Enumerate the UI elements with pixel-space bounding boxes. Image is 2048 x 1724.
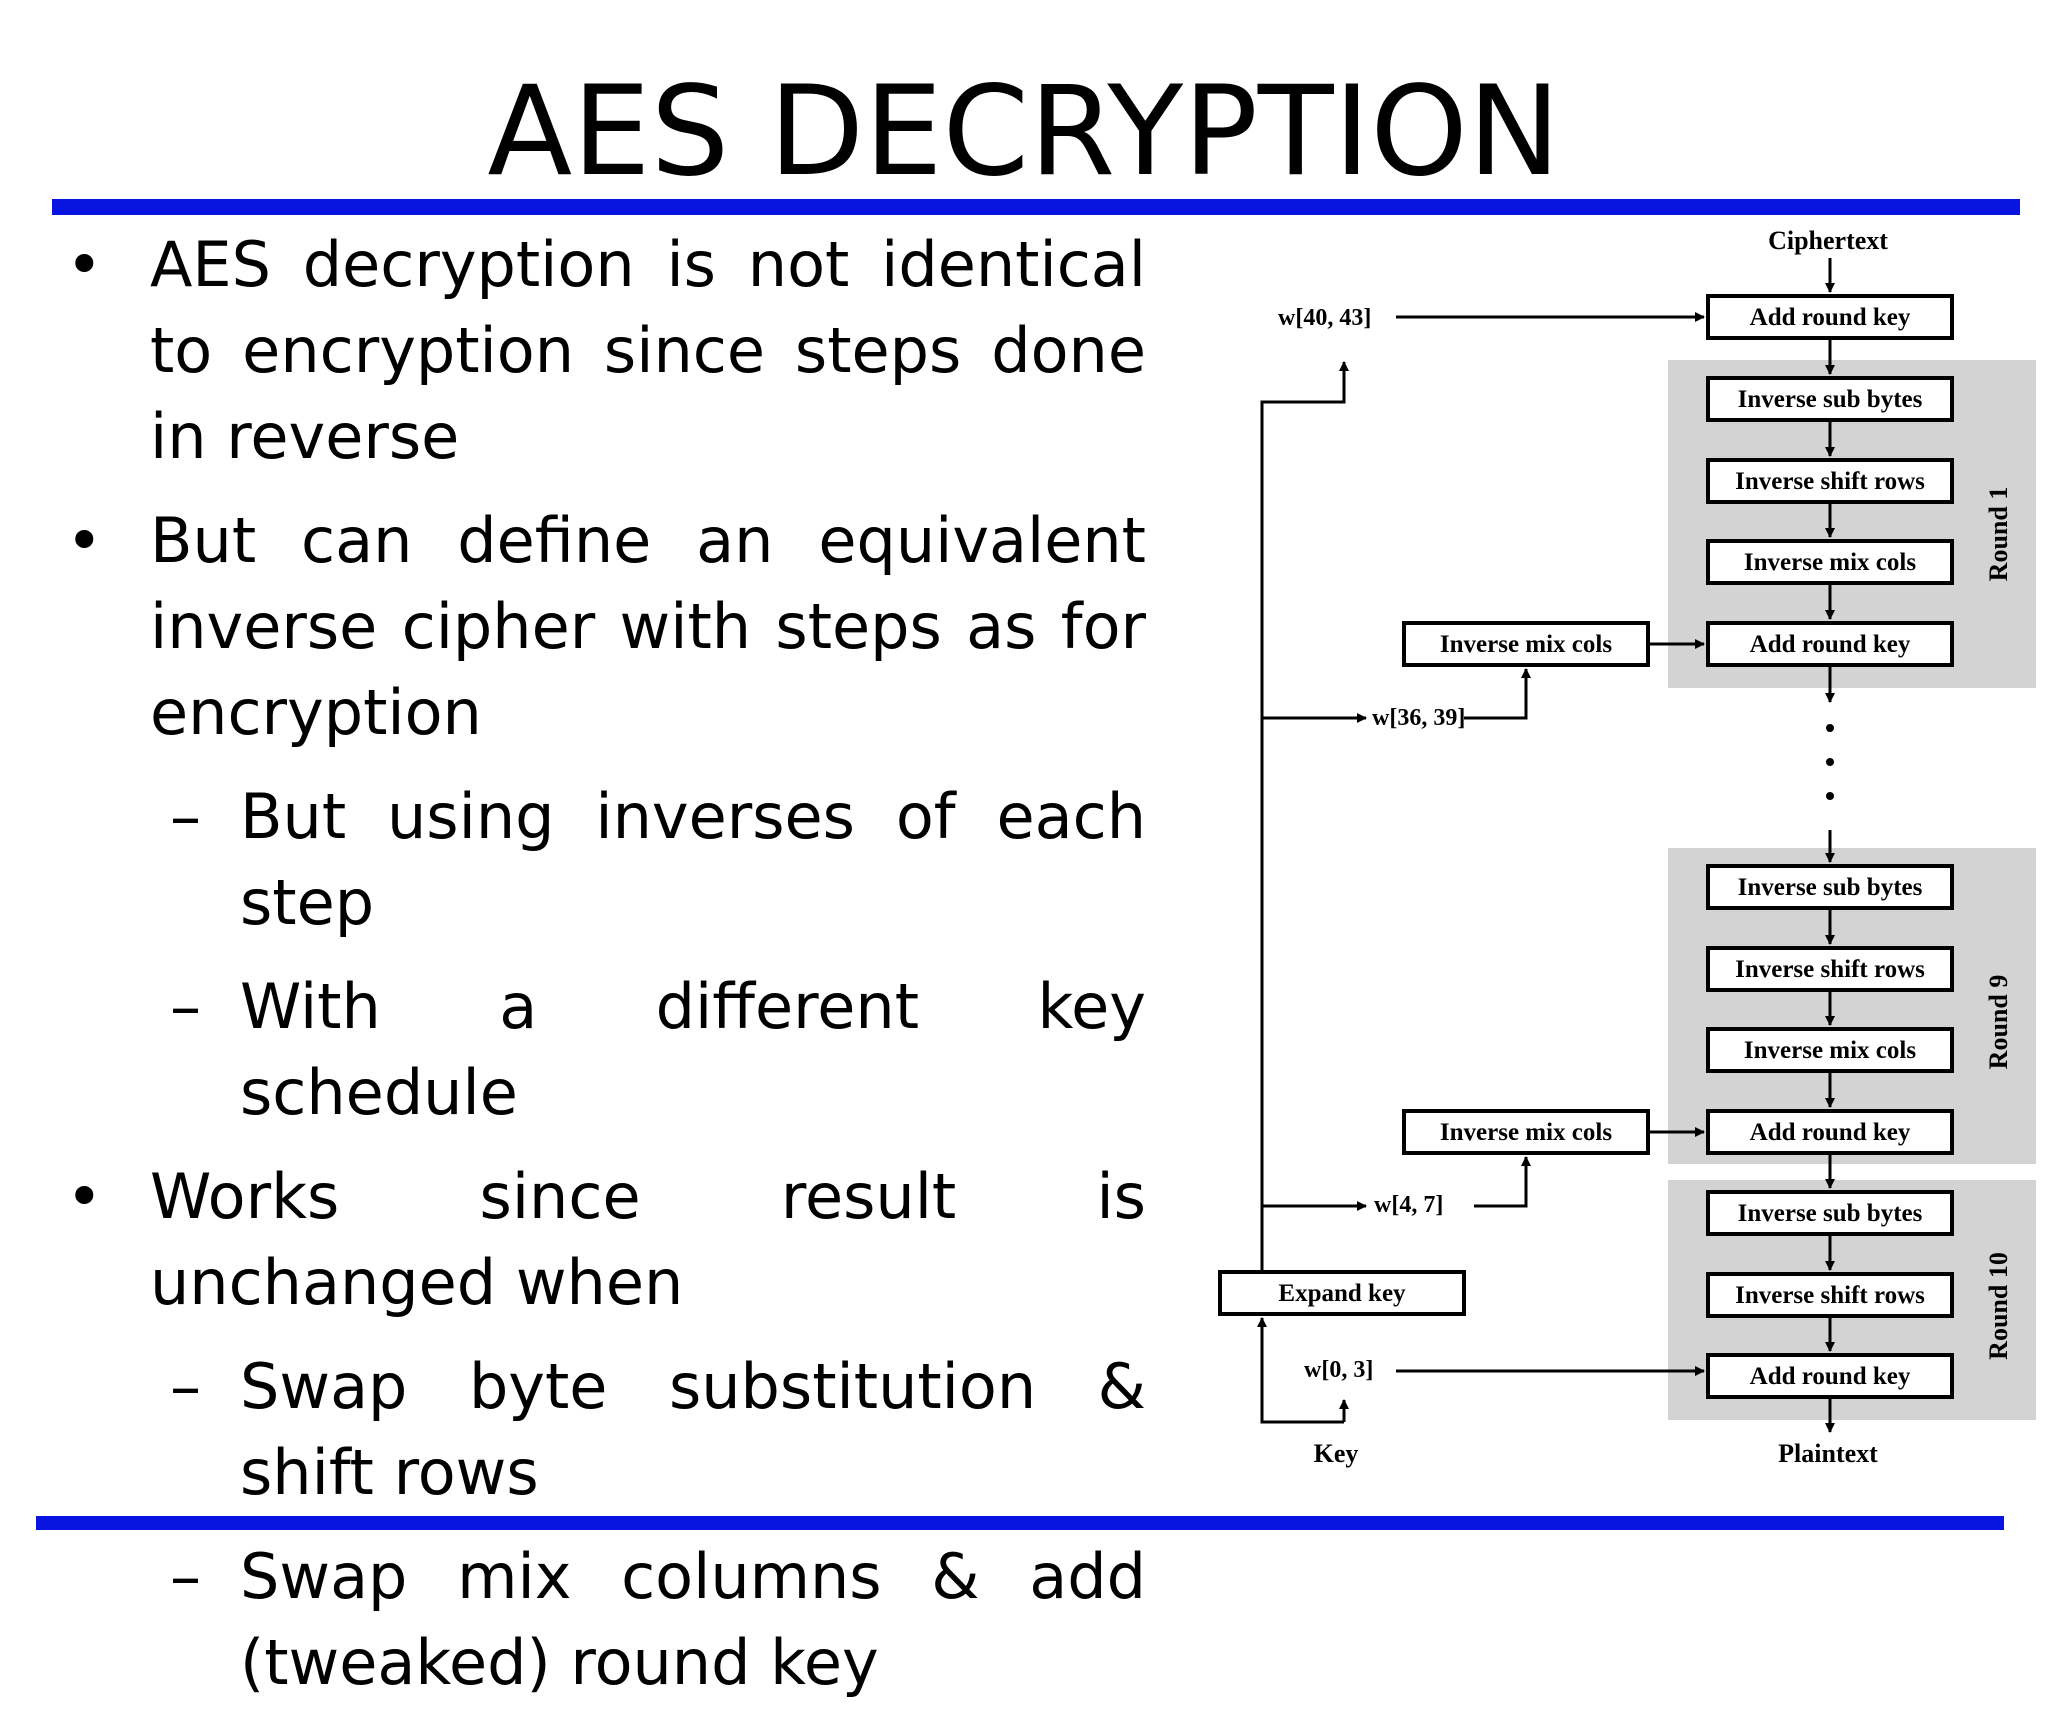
sub-bullet-text: Swap mix columns & add (tweaked) round k… [240,1540,1146,1699]
bullet-text: AES decryption is not identical to encry… [150,228,1146,473]
bullet-dot: • [66,504,103,577]
svg-text:Inverse sub bytes: Inverse sub bytes [1738,386,1923,413]
bullet-item: • But can define an equivalent inverse ci… [66,498,1146,756]
svg-text:Add round key: Add round key [1750,1363,1911,1390]
bullet-dot: • [66,1160,103,1233]
svg-text:Inverse mix cols: Inverse mix cols [1440,631,1612,658]
svg-text:Add round key: Add round key [1750,1119,1911,1146]
key-label-w36-39: w[36, 39] [1372,705,1465,731]
sub-bullet-text: Swap byte substitution & shift rows [240,1350,1146,1509]
expand-key-box: Expand key [1218,1270,1466,1316]
round-10-inverse-sub-bytes-box: Inverse sub bytes [1706,1190,1954,1236]
plaintext-label: Plaintext [1778,1439,1878,1468]
svg-text:Inverse mix cols: Inverse mix cols [1744,1037,1916,1064]
svg-text:Add round key: Add round key [1750,631,1911,658]
svg-text:Inverse sub bytes: Inverse sub bytes [1738,1200,1923,1227]
footer-divider [36,1516,2004,1530]
sub-bullet-item: –But using inverses of each step [66,774,1146,946]
sub-bullet-dash: – [170,780,201,853]
bullet-text: But can define an equivalent inverse cip… [150,504,1146,749]
round-9-side-inverse-mix-cols-box: Inverse mix cols [1402,1109,1650,1155]
sub-bullet-dash: – [170,1350,201,1423]
sub-bullet-text: With a different key schedule [240,970,1146,1129]
key-label-w4-7: w[4, 7] [1374,1192,1443,1218]
sub-bullet-text: But using inverses of each step [240,780,1146,939]
sub-bullet-item: –With a different key schedule [66,964,1146,1136]
key-label: Key [1314,1439,1359,1468]
svg-text:Add round key: Add round key [1750,304,1911,331]
ellipsis-dots [1826,724,1834,800]
svg-text:Inverse mix cols: Inverse mix cols [1440,1119,1612,1146]
svg-text:Inverse mix cols: Inverse mix cols [1744,549,1916,576]
key-label-w0-3: w[0, 3] [1304,1357,1373,1383]
bullet-item: • Works since result is unchanged when [66,1154,1146,1326]
svg-text:Inverse sub bytes: Inverse sub bytes [1738,874,1923,901]
svg-text:Expand key: Expand key [1278,1280,1406,1307]
sub-bullet-dash: – [170,970,201,1043]
round-10-label: Round 10 [1984,1252,2013,1360]
key-label-w40-43: w[40, 43] [1278,305,1371,331]
title-divider [52,199,2020,215]
round-1-inverse-mix-cols-box: Inverse mix cols [1706,539,1954,585]
sub-bullet-item: –Swap byte substitution & shift rows [66,1344,1146,1516]
round-9-inverse-shift-rows-box: Inverse shift rows [1706,946,1954,992]
aes-decryption-diagram: Ciphertext Plaintext Key Add round key I… [1218,226,2036,1468]
svg-text:Inverse shift rows: Inverse shift rows [1735,1282,1925,1309]
bullet-dot: • [66,228,103,301]
round-1-label: Round 1 [1984,487,2013,582]
initial-add-round-key-box: Add round key [1706,294,1954,340]
round-1-inverse-shift-rows-box: Inverse shift rows [1706,458,1954,504]
svg-text:Inverse shift rows: Inverse shift rows [1735,468,1925,495]
slide-title: AES DECRYPTION [487,60,1561,204]
round-10-inverse-shift-rows-box: Inverse shift rows [1706,1272,1954,1318]
bullet-item: • AES decryption is not identical to encr… [66,222,1146,480]
key-schedule-wiring [1257,312,1705,1424]
sub-bullet-item: –Swap mix columns & add (tweaked) round … [66,1534,1146,1706]
sub-bullet-dash: – [170,1540,201,1613]
round-10-add-round-key-box: Add round key [1706,1353,1954,1399]
round-9-label: Round 9 [1984,975,2013,1070]
round-9-inverse-mix-cols-box: Inverse mix cols [1706,1027,1954,1073]
round-1-add-round-key-box: Add round key [1706,621,1954,667]
svg-text:Inverse shift rows: Inverse shift rows [1735,956,1925,983]
ciphertext-label: Ciphertext [1768,226,1888,255]
round-9-inverse-sub-bytes-box: Inverse sub bytes [1706,864,1954,910]
round-9-add-round-key-box: Add round key [1706,1109,1954,1155]
bullet-text: Works since result is unchanged when [150,1160,1146,1319]
round-1-side-inverse-mix-cols-box: Inverse mix cols [1402,621,1650,667]
round-1-inverse-sub-bytes-box: Inverse sub bytes [1706,376,1954,422]
